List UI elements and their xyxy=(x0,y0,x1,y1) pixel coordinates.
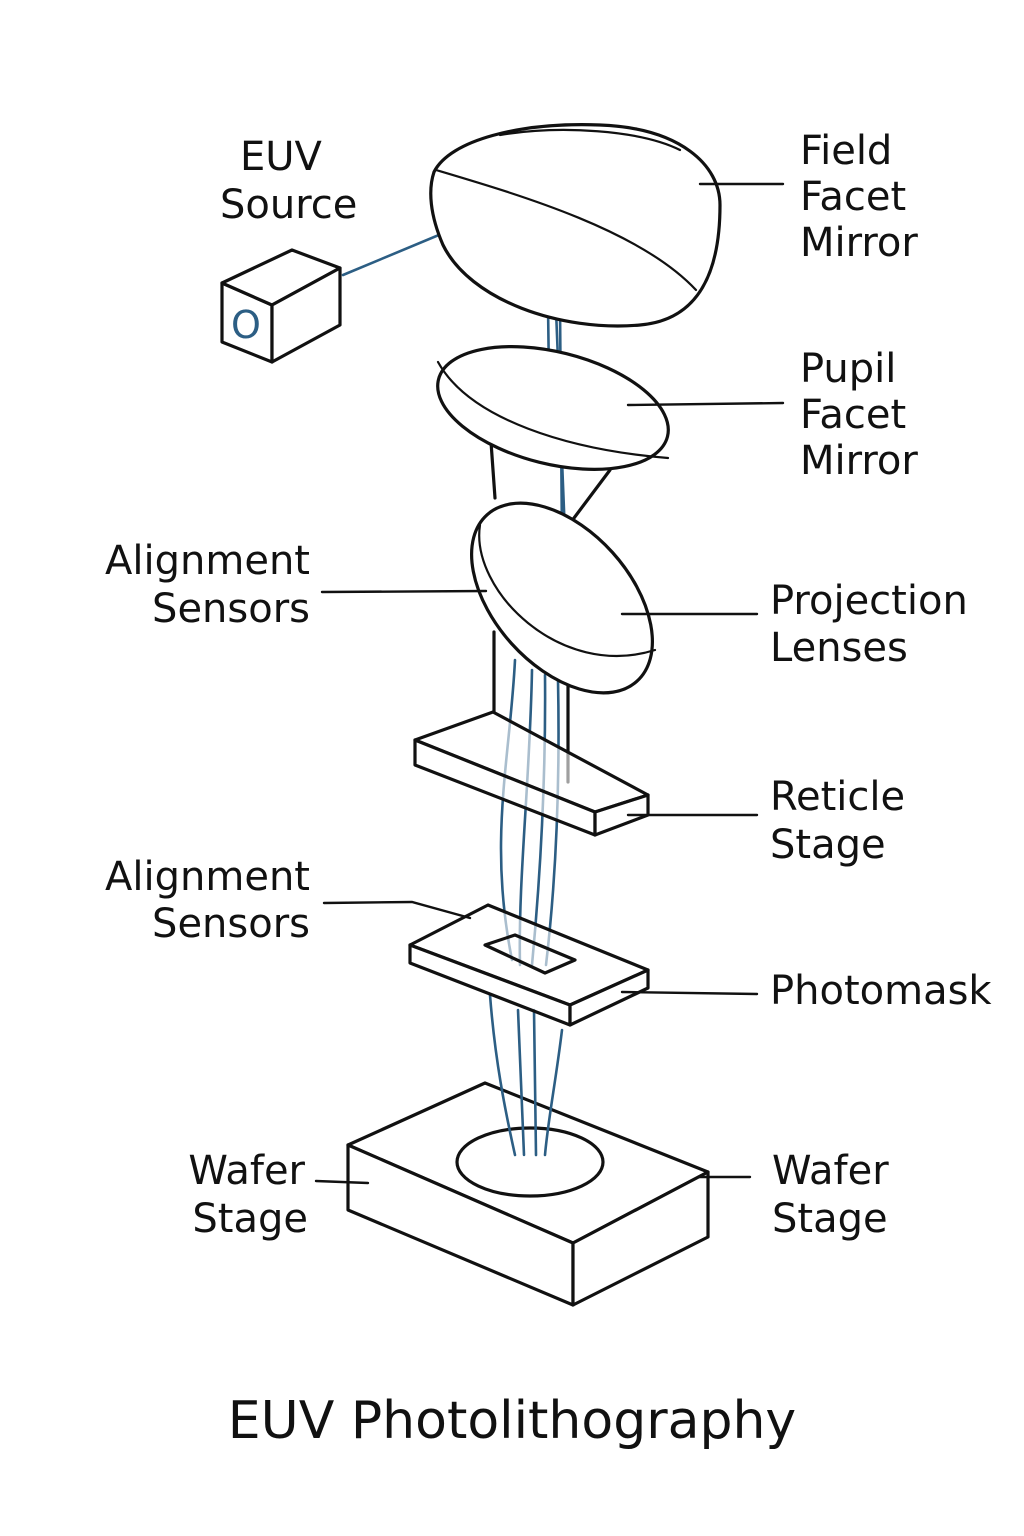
label-line: Sensors xyxy=(152,901,310,947)
beam-to-wafer xyxy=(488,993,517,1157)
beam-lower xyxy=(530,673,547,967)
label-line: EUV xyxy=(240,134,323,180)
projection-lens-body xyxy=(470,501,654,695)
beam-to-wafer xyxy=(516,1008,526,1157)
leader-photomask xyxy=(620,990,759,996)
pupil-mirror-body xyxy=(436,345,670,471)
label-line: Field xyxy=(800,128,892,174)
label-wafer-stage-right: Wafer Stage xyxy=(772,1148,889,1242)
pupil-facet-mirror xyxy=(436,345,670,471)
leader-lines xyxy=(314,182,785,1185)
label-line: Wafer xyxy=(188,1148,305,1194)
label-line: Wafer xyxy=(772,1148,889,1194)
label-line: Stage xyxy=(770,822,886,868)
photomask-plate xyxy=(408,903,650,1027)
leader-alignment-sensors-upper xyxy=(320,589,488,594)
label-line: Source xyxy=(220,182,357,228)
page-title: EUV Photolithography xyxy=(228,1391,796,1451)
label-alignment-sensors-upper: Alignment Sensors xyxy=(105,538,310,632)
label-line: Projection xyxy=(770,578,968,624)
field-mirror-rim xyxy=(498,128,682,152)
label-euv-source: EUV Source xyxy=(220,134,357,228)
label-alignment-sensors-lower: Alignment Sensors xyxy=(105,854,310,947)
label-line: Alignment xyxy=(105,854,310,900)
field-mirror-rim xyxy=(434,168,698,292)
reticle-stage-plate xyxy=(413,710,650,837)
leader-pupil-facet-mirror xyxy=(626,401,785,407)
label-wafer-stage-left: Wafer Stage xyxy=(188,1148,308,1242)
label-projection-lenses: Projection Lenses xyxy=(770,578,968,671)
photomask-side xyxy=(568,968,650,1027)
label-line: Mirror xyxy=(800,438,918,484)
label-line: Pupil xyxy=(800,346,896,392)
beam-to-wafer xyxy=(532,1008,538,1157)
field-facet-mirror xyxy=(429,123,722,328)
wafer xyxy=(455,1126,605,1198)
leader-wafer-stage-left xyxy=(314,1179,370,1185)
photomask-window xyxy=(483,933,577,975)
label-line: Stage xyxy=(192,1196,308,1242)
label-line: Alignment xyxy=(105,538,310,584)
pupil-mirror-rim xyxy=(436,360,670,460)
label-line: Mirror xyxy=(800,220,918,266)
projection-lens-rim xyxy=(478,523,657,657)
label-line: Facet xyxy=(800,174,906,220)
source-cube-side xyxy=(270,266,342,364)
projection-lens xyxy=(470,501,657,695)
label-field-facet-mirror: Field Facet Mirror xyxy=(800,128,918,266)
label-line: Photomask xyxy=(770,968,992,1014)
label-line: Reticle xyxy=(770,774,905,820)
wafer-stage-box xyxy=(346,1081,710,1307)
label-line: Stage xyxy=(772,1196,888,1242)
label-reticle-stage: Reticle Stage xyxy=(770,774,905,868)
beam-to-wafer xyxy=(543,1028,564,1157)
beam-lower xyxy=(544,678,560,967)
leader-alignment-sensors-lower xyxy=(322,900,472,920)
label-line: Sensors xyxy=(152,586,310,632)
label-line: Facet xyxy=(800,392,906,438)
source-glyph: O xyxy=(231,303,261,347)
label-pupil-facet-mirror: Pupil Facet Mirror xyxy=(800,346,918,484)
label-photomask: Photomask xyxy=(770,968,992,1014)
euv-source-cube: O xyxy=(220,248,342,364)
label-line: Lenses xyxy=(770,625,908,671)
wafer-stage-side xyxy=(571,1170,710,1307)
field-mirror-body xyxy=(429,123,722,328)
